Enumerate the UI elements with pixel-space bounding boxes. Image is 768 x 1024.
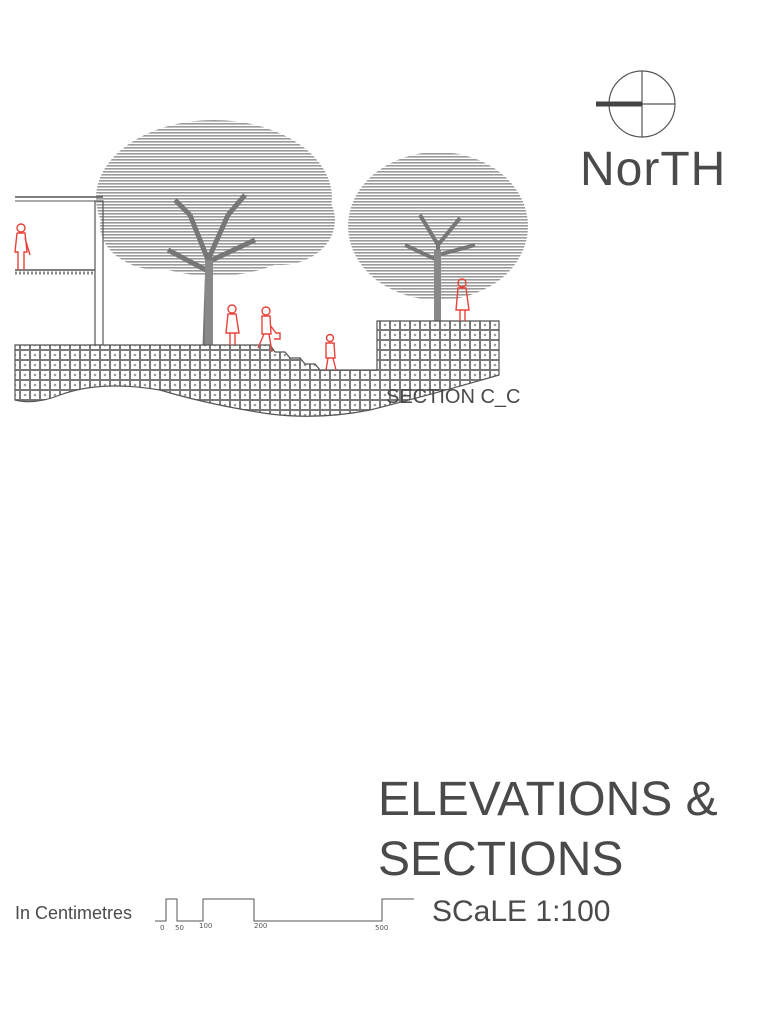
scale-tick-label: 100 <box>199 922 213 930</box>
scale-tick-label: 50 <box>175 924 184 932</box>
tree-small-icon <box>348 152 528 322</box>
scale-ratio-label: SCaLE 1:100 <box>432 895 611 928</box>
person-figure-icon <box>257 306 281 353</box>
section-label: SECTION C_C <box>386 386 521 408</box>
scale-bar <box>155 898 414 922</box>
scale-tick-label: 200 <box>254 922 268 930</box>
person-figure-icon <box>225 304 240 345</box>
north-compass-icon <box>596 70 676 138</box>
scale-tick-label: 500 <box>375 924 389 932</box>
person-figure-icon <box>455 278 470 321</box>
person-figure-icon <box>14 223 31 270</box>
page-title-line-1: ELEVATIONS & <box>378 773 718 826</box>
ground-section <box>14 320 500 417</box>
person-figure-icon <box>325 333 337 371</box>
scale-tick-label: 0 <box>160 924 165 932</box>
tree-large-icon <box>96 120 335 346</box>
units-label: In Centimetres <box>15 903 133 923</box>
page-title-line-2: SECTIONS <box>378 833 624 886</box>
human-figures <box>14 223 470 371</box>
structure-frame <box>15 196 104 346</box>
north-label: NorTH <box>580 143 727 196</box>
